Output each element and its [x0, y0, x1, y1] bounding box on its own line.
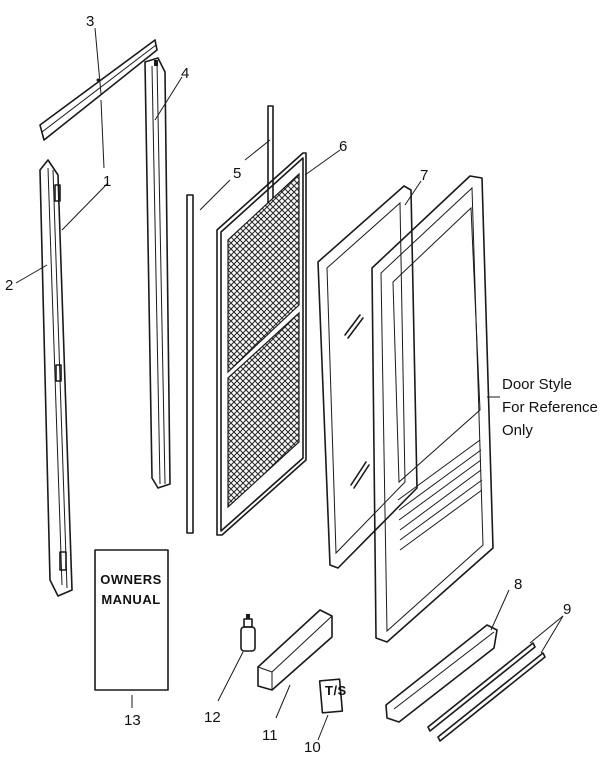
callout-2: 2: [5, 277, 13, 294]
note-line-1: Door Style: [502, 376, 572, 393]
door-frame-reference: [371, 175, 494, 643]
note-line-2: For Reference: [502, 399, 598, 416]
bottom-expander-part: [385, 624, 498, 723]
callout-9: 9: [563, 601, 571, 618]
manual-title-line1: OWNERS: [100, 572, 162, 587]
hinge-rail-part: [39, 159, 73, 597]
glass-panel-part: [317, 185, 418, 569]
sweep-strips-part: [427, 642, 546, 742]
card-text: T/S: [325, 683, 347, 698]
callout-8: 8: [514, 576, 522, 593]
callout-3: 3: [86, 13, 94, 30]
latch-rail-part: [144, 57, 171, 489]
hardware-box-part: [257, 609, 333, 691]
callout-11: 11: [262, 727, 278, 744]
screen-panel-part: [216, 152, 307, 536]
callout-4: 4: [181, 65, 189, 82]
lubricant-bottle-part: [240, 614, 256, 652]
note-line-3: Only: [502, 422, 533, 439]
hardware-card-part: T/S: [318, 678, 347, 714]
callout-6: 6: [339, 138, 347, 155]
callout-13: 13: [124, 712, 141, 729]
callout-7: 7: [420, 167, 428, 184]
callout-10: 10: [304, 739, 321, 756]
top-rail-part: [39, 39, 158, 141]
callout-5: 5: [233, 165, 241, 182]
owners-manual-part: OWNERS MANUAL: [94, 549, 169, 691]
callout-labels: 1 2 3 4 5 6 7 8 9 10 11 12 13: [5, 13, 571, 756]
door-style-note: Door Style For Reference Only: [502, 376, 598, 439]
leader-lines: [15, 27, 564, 741]
callout-12: 12: [204, 709, 221, 726]
callout-1: 1: [103, 173, 111, 190]
manual-title-line2: MANUAL: [101, 592, 160, 607]
